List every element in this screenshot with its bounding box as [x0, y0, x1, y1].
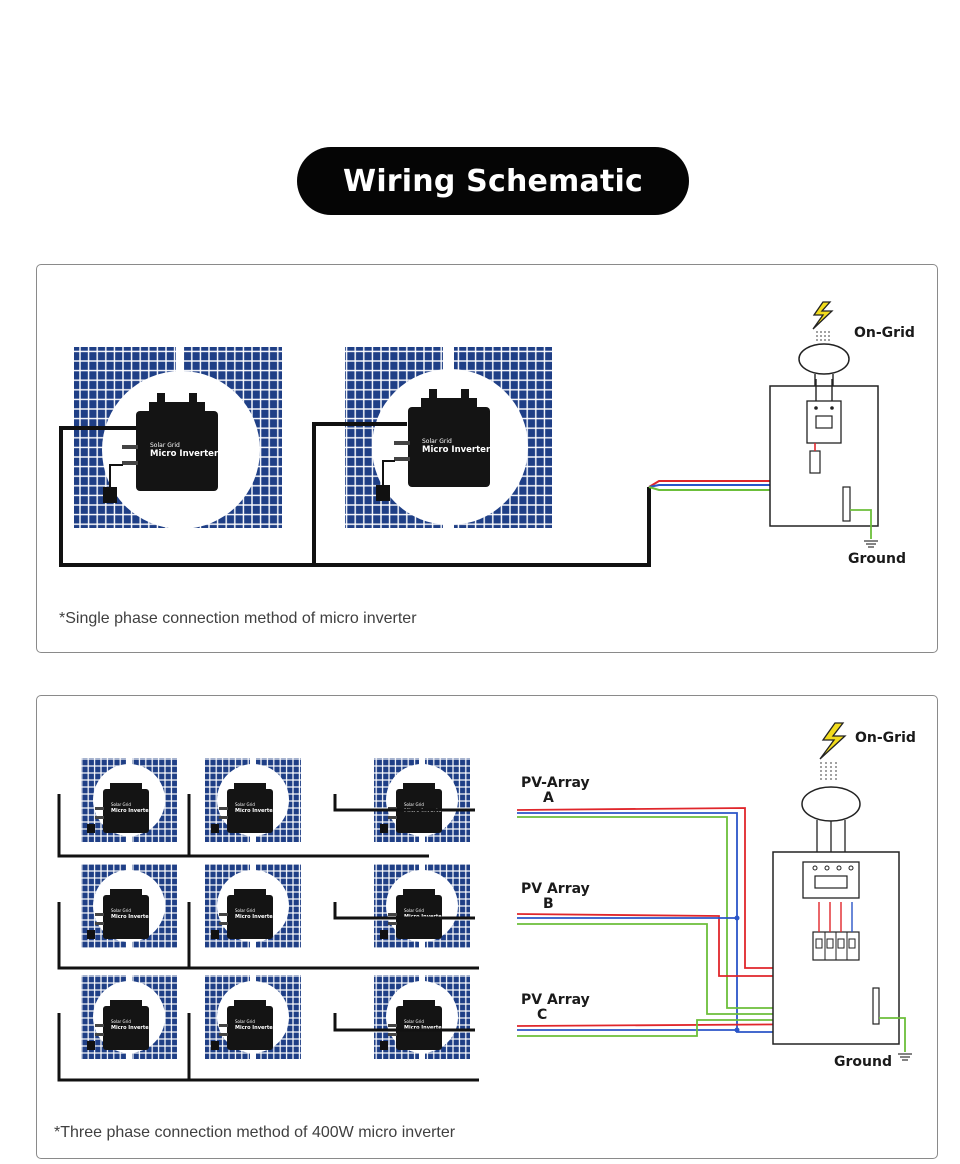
- lightning-icon: [819, 722, 847, 760]
- inverter-model: Micro Inverter: [111, 1025, 152, 1031]
- solar-module-1: Solar Grid Micro Inverter: [74, 347, 282, 529]
- micro-inverter-2: Solar Grid Micro Inverter: [376, 389, 491, 501]
- three-phase-breaker: [812, 931, 860, 961]
- solar-module-2: Solar Grid Micro Inverter: [345, 347, 552, 528]
- inverter-model: Micro Inverter: [111, 914, 152, 920]
- single-phase-caption: *Single phase connection method of micro…: [59, 610, 417, 627]
- array-c-label: PV Array: [521, 992, 590, 1008]
- ground-label: Ground: [834, 1054, 892, 1070]
- inverter-brand: Solar Grid: [404, 802, 424, 807]
- distribution-box: [772, 851, 912, 1061]
- breaker: [809, 450, 821, 474]
- inverter-brand: Solar Grid: [422, 438, 452, 445]
- energy-meter: [806, 400, 842, 444]
- inverter-brand: Solar Grid: [404, 908, 424, 913]
- array-b-label: PV Array: [521, 881, 590, 897]
- three-phase-caption: *Three phase connection method of 400W m…: [54, 1124, 456, 1141]
- grid-signal-icon: [820, 762, 837, 780]
- inverter-brand: Solar Grid: [235, 802, 255, 807]
- inverter-model: Micro Inverter: [150, 449, 219, 459]
- junction-box: [87, 824, 95, 833]
- inverter-model: Micro Inverter: [422, 445, 491, 455]
- single-phase-diagram: Solar Grid Micro Inverter Solar Grid Mic…: [59, 301, 915, 567]
- on-grid-label: On-Grid: [854, 325, 915, 341]
- junction-box: [380, 824, 388, 833]
- junction-box: [211, 1041, 219, 1050]
- inverter-model: Micro Inverter: [235, 914, 276, 920]
- array-a-letter: A: [543, 790, 554, 806]
- on-grid-label: On-Grid: [855, 730, 916, 746]
- utility-meter: [801, 786, 861, 822]
- inverter-model: Micro Inverter: [235, 808, 276, 814]
- junction-box: [211, 824, 219, 833]
- inverter-brand: Solar Grid: [111, 908, 131, 913]
- title-banner: Wiring Schematic: [297, 147, 689, 215]
- grid-signal-icon: [816, 331, 830, 343]
- inverter-brand: Solar Grid: [150, 442, 180, 449]
- ground-label: Ground: [848, 551, 906, 567]
- junction-box: [87, 930, 95, 939]
- single-phase-panel: Solar Grid Micro Inverter Solar Grid Mic…: [36, 264, 938, 653]
- array-c-letter: C: [537, 1007, 547, 1023]
- ac-trunk-cable: [59, 426, 651, 567]
- inverter-model: Micro Inverter: [111, 808, 152, 814]
- inverter-brand: Solar Grid: [235, 1019, 255, 1024]
- array-a-label: PV-Array: [521, 775, 590, 791]
- inverter-brand: Solar Grid: [111, 1019, 131, 1024]
- inverter-model: Micro Inverter: [404, 1025, 445, 1031]
- inverter-brand: Solar Grid: [404, 1019, 424, 1024]
- utility-meter: [798, 343, 850, 375]
- ground-bar: [872, 987, 880, 1025]
- distribution-box: [769, 379, 879, 548]
- junction-box: [380, 930, 388, 939]
- row-b-trunk: [57, 902, 479, 970]
- junction-box: [103, 487, 117, 503]
- page-title: Wiring Schematic: [343, 163, 643, 199]
- micro-inverter-1: Solar Grid Micro Inverter: [103, 393, 219, 503]
- junction-box: [211, 930, 219, 939]
- row-c-trunk: [57, 1013, 479, 1082]
- lightning-icon: [812, 301, 834, 330]
- inverter-brand: Solar Grid: [111, 802, 131, 807]
- junction-box: [87, 1041, 95, 1050]
- row-a-trunk: [57, 794, 429, 858]
- inverter-brand: Solar Grid: [235, 908, 255, 913]
- inverter-model: Micro Inverter: [235, 1025, 276, 1031]
- junction-box: [376, 485, 390, 501]
- ground-bar: [842, 486, 851, 522]
- junction-box: [380, 1041, 388, 1050]
- array-b-letter: B: [543, 896, 554, 912]
